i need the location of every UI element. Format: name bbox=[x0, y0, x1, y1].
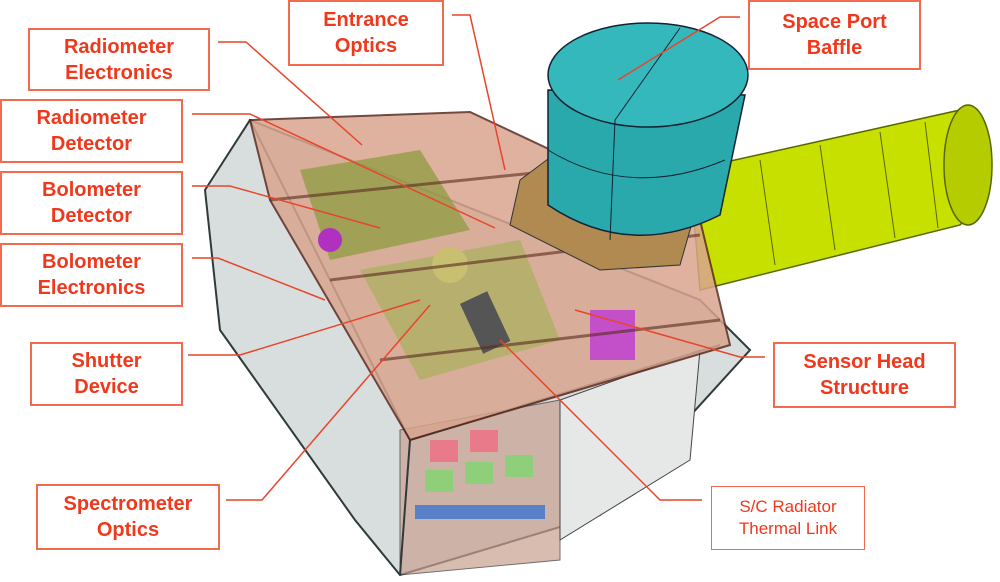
label-line: Optics bbox=[334, 35, 398, 57]
label-line: S/C Radiator bbox=[739, 497, 837, 516]
label-line: Detector bbox=[50, 133, 133, 155]
leader-shutter-device bbox=[188, 299, 421, 356]
label-line: Structure bbox=[820, 377, 909, 399]
label-line: Optics bbox=[96, 519, 160, 541]
leader-entrance-optics bbox=[452, 14, 506, 171]
space-port-baffle bbox=[509, 22, 749, 271]
label-line: Radiometer bbox=[36, 107, 147, 129]
label-line: Spectrometer bbox=[63, 493, 193, 515]
leader-spectrometer-optics bbox=[226, 304, 431, 501]
leader-space-port-baffle bbox=[617, 16, 740, 81]
label-line: Electronics bbox=[37, 277, 146, 299]
leader-sensor-head-structure bbox=[574, 309, 765, 358]
leader-radiometer-detector bbox=[192, 113, 496, 229]
label-line: Thermal Link bbox=[738, 519, 838, 538]
leader-bolometer-detector bbox=[192, 185, 381, 229]
label-line: Entrance bbox=[323, 9, 409, 31]
label-line: Detector bbox=[50, 205, 133, 227]
leader-sc-radiator-thermal-link bbox=[499, 339, 702, 501]
label-line: Space Port bbox=[782, 11, 887, 33]
leader-bolometer-electronics bbox=[192, 257, 326, 301]
label-line: Bolometer bbox=[42, 179, 141, 201]
label-line: Electronics bbox=[65, 61, 173, 84]
label-line: Baffle bbox=[806, 37, 863, 59]
label-line: Sensor Head bbox=[803, 351, 926, 373]
label-line: Bolometer bbox=[42, 251, 141, 273]
label-line: Device bbox=[74, 376, 139, 398]
label-line: Shutter bbox=[71, 350, 142, 372]
leader-lines bbox=[188, 14, 765, 501]
label-line: Radiometer bbox=[63, 35, 175, 58]
leader-radiometer-electronics bbox=[218, 41, 363, 146]
